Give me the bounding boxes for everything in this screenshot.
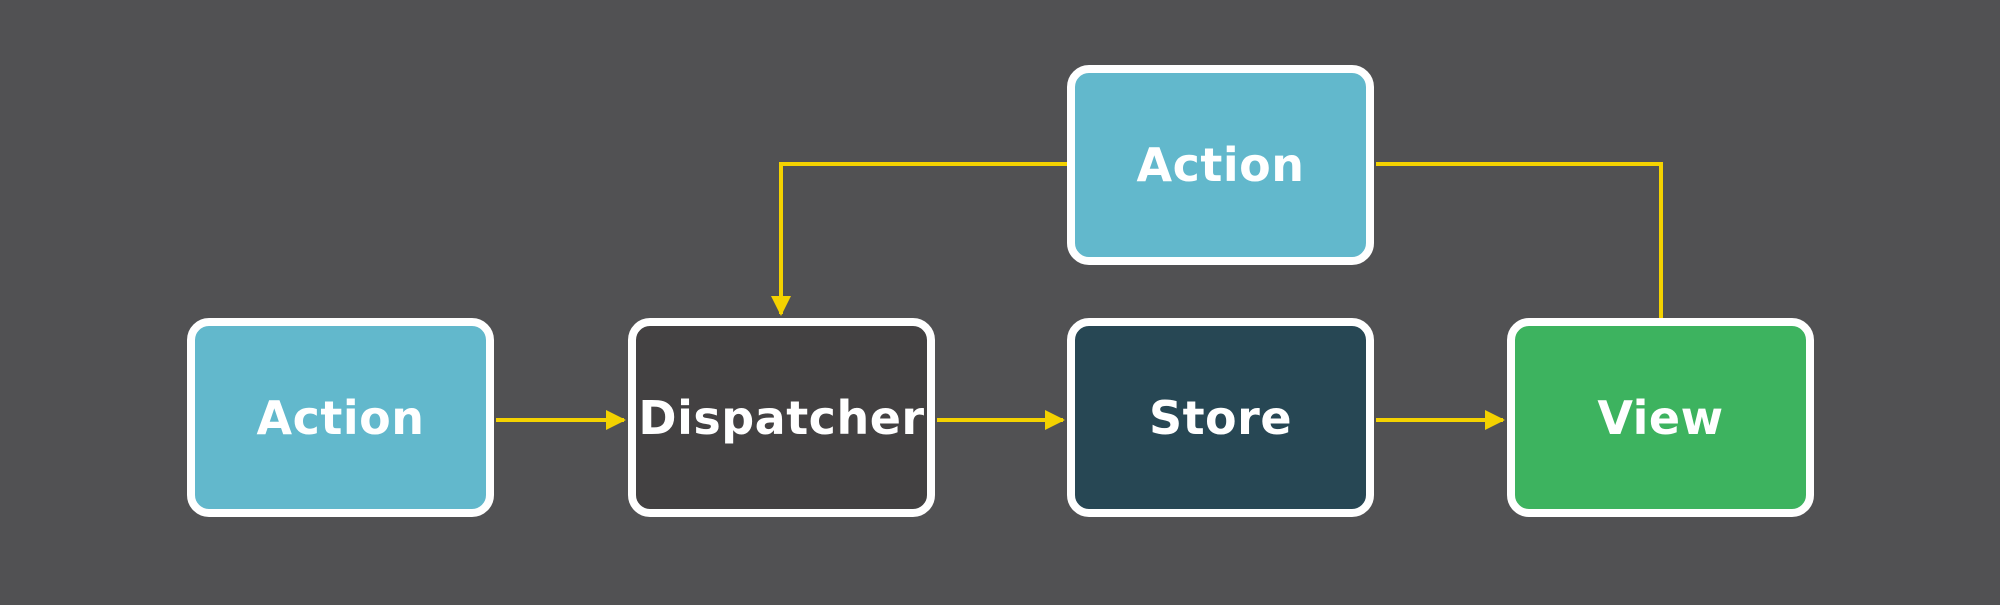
view-label: View [1597,390,1724,445]
store-node: Store [1067,318,1374,517]
action-node: Action [187,318,494,517]
action-node-top: Action [1067,65,1374,265]
store-label: Store [1148,390,1293,445]
dispatcher-label: Dispatcher [638,390,925,445]
edge-action-to-dispatcher-loop [771,162,1067,316]
action-top-label: Action [1136,138,1305,192]
edge-view-to-action [1376,162,1663,318]
view-node: View [1507,318,1814,517]
action-label: Action [256,390,425,445]
dispatcher-node: Dispatcher [628,318,935,517]
